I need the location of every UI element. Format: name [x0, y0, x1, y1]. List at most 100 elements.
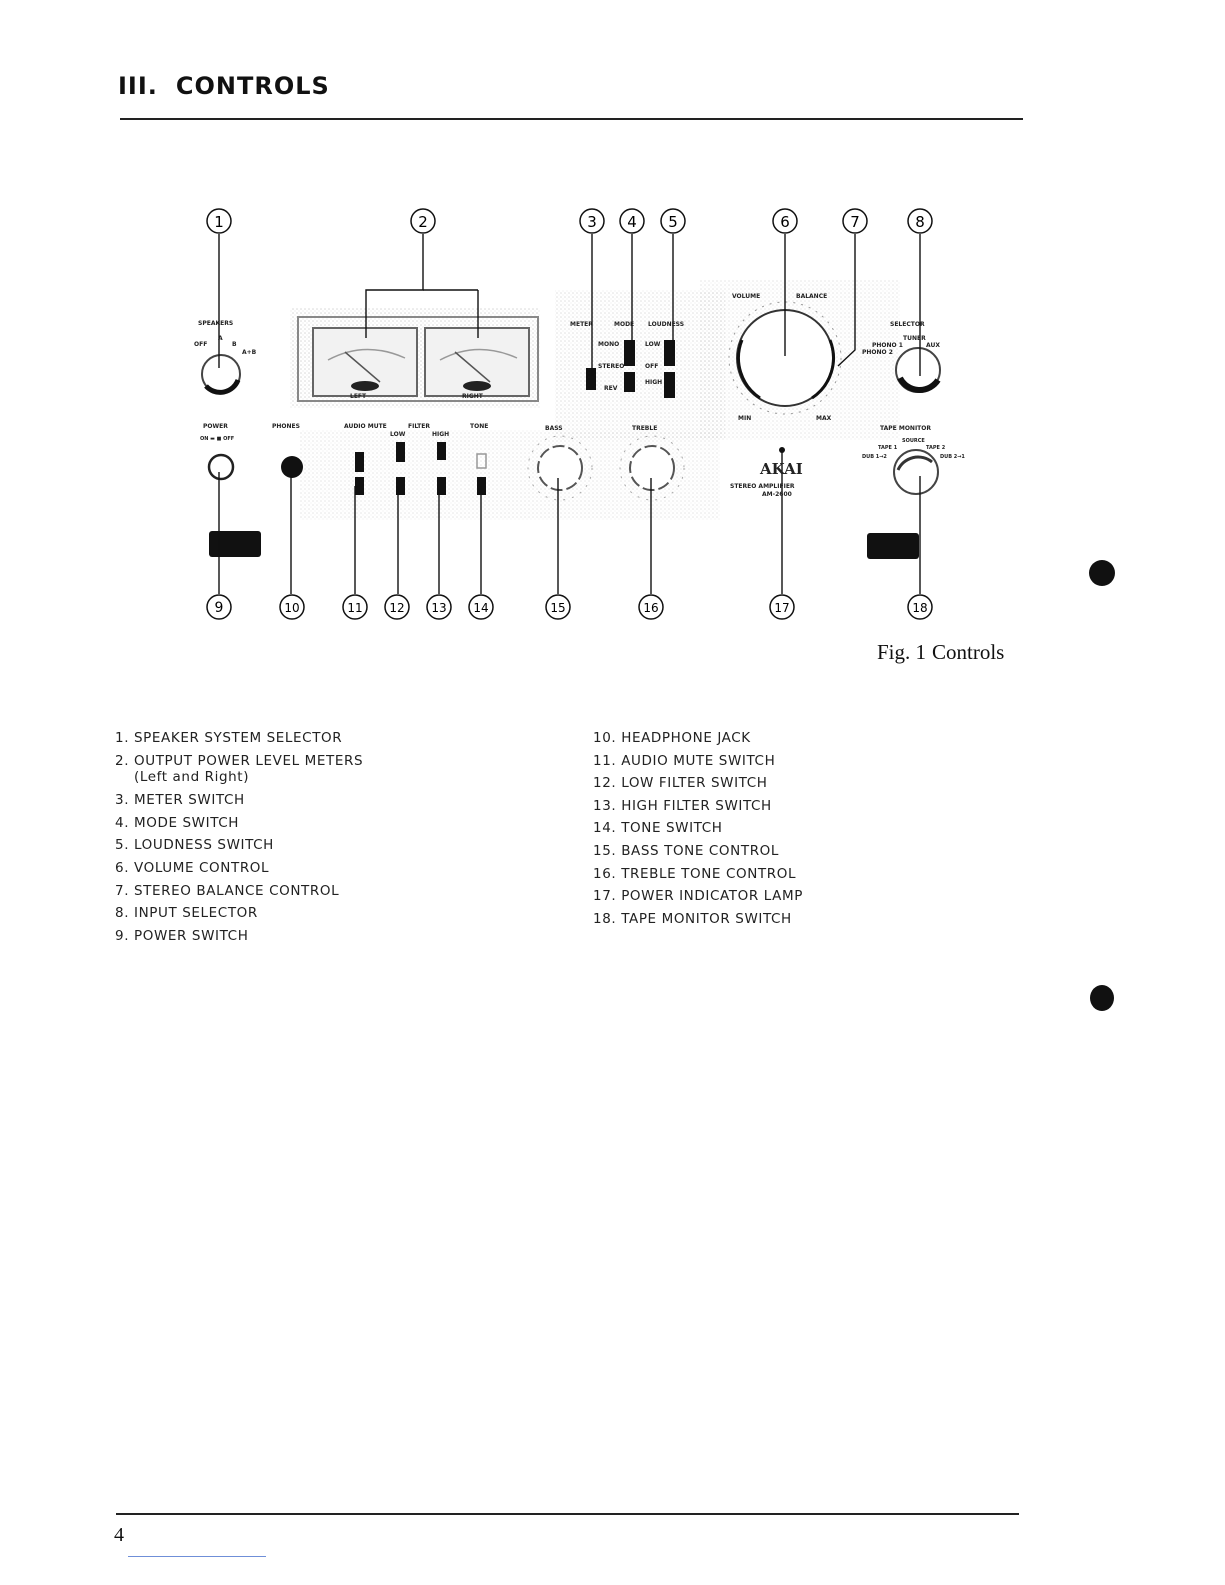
label-speakers: SPEAKERS [198, 320, 233, 327]
label-tape1: TAPE 1 [878, 445, 898, 451]
label-max: MAX [816, 415, 832, 422]
list-item: 16. TREBLE TONE CONTROL [593, 865, 797, 882]
binder-hole-mark [1090, 985, 1114, 1011]
label-min: MIN [738, 415, 751, 422]
controls-list-right: 10. HEADPHONE JACK 11. AUDIO MUTE SWITCH… [593, 727, 803, 930]
loudness-switch-upper [664, 340, 675, 366]
label-volume: VOLUME [732, 293, 760, 300]
mode-switch-lower [624, 372, 635, 392]
callouts-bottom: 9 10 11 12 13 14 15 16 17 18 [206, 594, 933, 620]
svg-text:12: 12 [389, 601, 404, 615]
power-foot-right [867, 533, 919, 559]
label-phones: PHONES [272, 423, 300, 430]
label-rev: REV [604, 385, 618, 392]
svg-text:7: 7 [850, 213, 860, 231]
slide-switches-top [586, 340, 675, 398]
callouts-top: 1 2 3 4 5 6 7 8 [206, 208, 933, 234]
mode-switch-upper [624, 340, 635, 366]
callout-1: 1 [206, 208, 232, 234]
list-item: 7. STEREO BALANCE CONTROL [115, 882, 340, 899]
list-item: 1. SPEAKER SYSTEM SELECTOR [115, 730, 343, 746]
panel-text: SPEAKERS OFF A B A+B LEFT RIGHT METER MO… [194, 293, 965, 498]
list-item: 3. METER SWITCH [115, 792, 245, 809]
label-audio-mute: AUDIO MUTE [344, 423, 387, 430]
callout-16: 16 [638, 594, 664, 620]
loudness-switch-lower [664, 372, 675, 398]
meter-switch [586, 368, 596, 390]
level-meters [297, 316, 539, 402]
svg-text:10: 10 [284, 601, 299, 615]
bottom-rule [116, 1513, 1019, 1515]
list-item: 13. HIGH FILTER SWITCH [593, 797, 772, 814]
phones-jack-shape [281, 456, 303, 478]
svg-text:18: 18 [912, 601, 927, 615]
svg-text:5: 5 [668, 213, 678, 231]
callout-13: 13 [426, 594, 452, 620]
label-selector: SELECTOR [890, 321, 925, 328]
label-bass: BASS [545, 425, 563, 432]
label-brand: AKAI [759, 460, 803, 478]
label-power-state: ON ▬ ■ OFF [200, 436, 234, 442]
callout-12: 12 [384, 594, 410, 620]
list-item: 2. OUTPUT POWER LEVEL METERS(Left and Ri… [115, 752, 364, 786]
list-item-subtext: (Left and Right) [134, 769, 250, 786]
label-model-line2: AM-2600 [762, 491, 792, 498]
list-item: 6. VOLUME CONTROL [115, 859, 270, 876]
callout-6: 6 [772, 208, 798, 234]
label-phono1: PHONO 1 [872, 342, 903, 349]
svg-text:9: 9 [215, 600, 224, 616]
svg-text:14: 14 [473, 601, 488, 615]
tone-knobs [527, 435, 685, 501]
list-item: 12. LOW FILTER SWITCH [593, 775, 768, 792]
label-meter: METER [570, 321, 593, 328]
label-loudness: LOUDNESS [648, 321, 684, 328]
list-item: 8. INPUT SELECTOR [115, 905, 258, 922]
svg-text:8: 8 [915, 213, 925, 231]
list-item: 18. TAPE MONITOR SWITCH [593, 910, 792, 927]
callout-11: 11 [342, 594, 368, 620]
callout-3: 3 [579, 208, 605, 234]
label-tuner: TUNER [903, 335, 926, 342]
callout-7: 7 [842, 208, 868, 234]
callout-8: 8 [907, 208, 933, 234]
label-dub12: DUB 1→2 [862, 454, 887, 460]
callout-2: 2 [410, 208, 436, 234]
label-speaker-ab: A+B [242, 349, 257, 356]
svg-text:6: 6 [780, 213, 790, 231]
callout-4: 4 [619, 208, 645, 234]
label-dub21: DUB 2→1 [940, 454, 965, 460]
svg-text:3: 3 [587, 213, 597, 231]
callout-17: 17 [769, 594, 795, 620]
label-meter-right: RIGHT [462, 393, 484, 400]
label-tape-monitor: TAPE MONITOR [880, 425, 931, 432]
callout-14: 14 [468, 594, 494, 620]
callout-18: 18 [907, 594, 933, 620]
figure-caption-label: Fig. 1 [877, 640, 927, 664]
label-filter-low: LOW [390, 431, 406, 438]
label-filter: FILTER [408, 423, 430, 430]
label-tone: TONE [470, 423, 488, 430]
callout-5: 5 [660, 208, 686, 234]
svg-text:16: 16 [643, 601, 658, 615]
label-model-line1: STEREO AMPLIFIER [730, 483, 795, 490]
label-treble: TREBLE [632, 425, 657, 432]
top-rule [120, 118, 1023, 120]
list-item: 14. TONE SWITCH [593, 820, 723, 837]
label-phono2: PHONO 2 [862, 349, 893, 356]
label-aux: AUX [926, 342, 940, 349]
list-item: 4. MODE SWITCH [115, 814, 240, 831]
svg-text:17: 17 [774, 601, 789, 615]
page-number: 4 [114, 1524, 124, 1546]
amplifier-front-panel-figure: SPEAKERS OFF A B A+B LEFT RIGHT METER MO… [194, 208, 965, 620]
label-filter-high: HIGH [432, 431, 449, 438]
label-speaker-off: OFF [194, 341, 207, 348]
list-item: 15. BASS TONE CONTROL [593, 842, 780, 859]
figure-caption-text: Controls [932, 640, 1005, 664]
left-meter-needle [344, 351, 381, 383]
svg-text:2: 2 [418, 213, 428, 231]
list-item: 11. AUDIO MUTE SWITCH [593, 752, 776, 769]
list-item: 5. LOUDNESS SWITCH [115, 837, 274, 854]
callout-9: 9 [206, 594, 232, 620]
section-title: CONTROLS [175, 72, 330, 100]
